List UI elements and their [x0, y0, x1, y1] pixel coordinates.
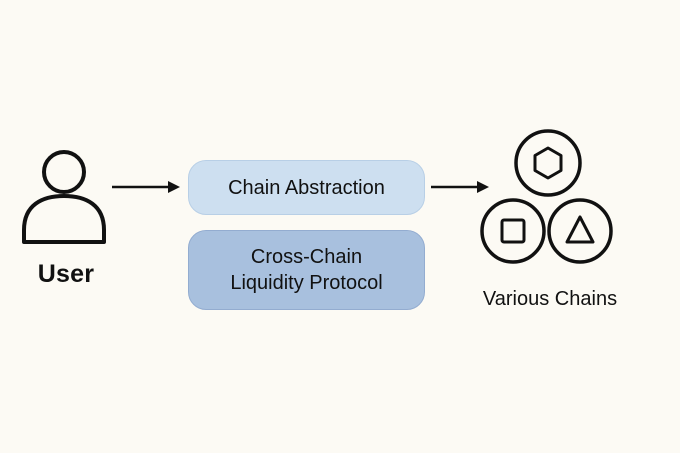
liquidity-protocol-line-2: Liquidity Protocol [230, 272, 383, 294]
chains-icon [480, 129, 613, 264]
triangle-chain-icon [547, 198, 613, 264]
chain-abstraction-label: Chain Abstraction [228, 177, 385, 199]
hexagon-chain-icon [514, 129, 582, 197]
liquidity-protocol-line-1: Cross-Chain [250, 246, 363, 268]
hexagon-icon [533, 146, 563, 180]
user-label: User [37, 260, 95, 288]
triangle-icon [565, 215, 595, 244]
arrow-protocol-to-chains [431, 181, 489, 193]
square-chain-icon [480, 198, 546, 264]
chain-abstraction-box: Chain Abstraction [188, 160, 425, 215]
liquidity-protocol-box: Cross-Chain Liquidity Protocol [188, 230, 425, 310]
arrow-user-to-protocol [112, 181, 180, 193]
various-chains-label: Various Chains [482, 288, 618, 310]
square-icon [500, 218, 526, 244]
user-icon [22, 150, 106, 244]
